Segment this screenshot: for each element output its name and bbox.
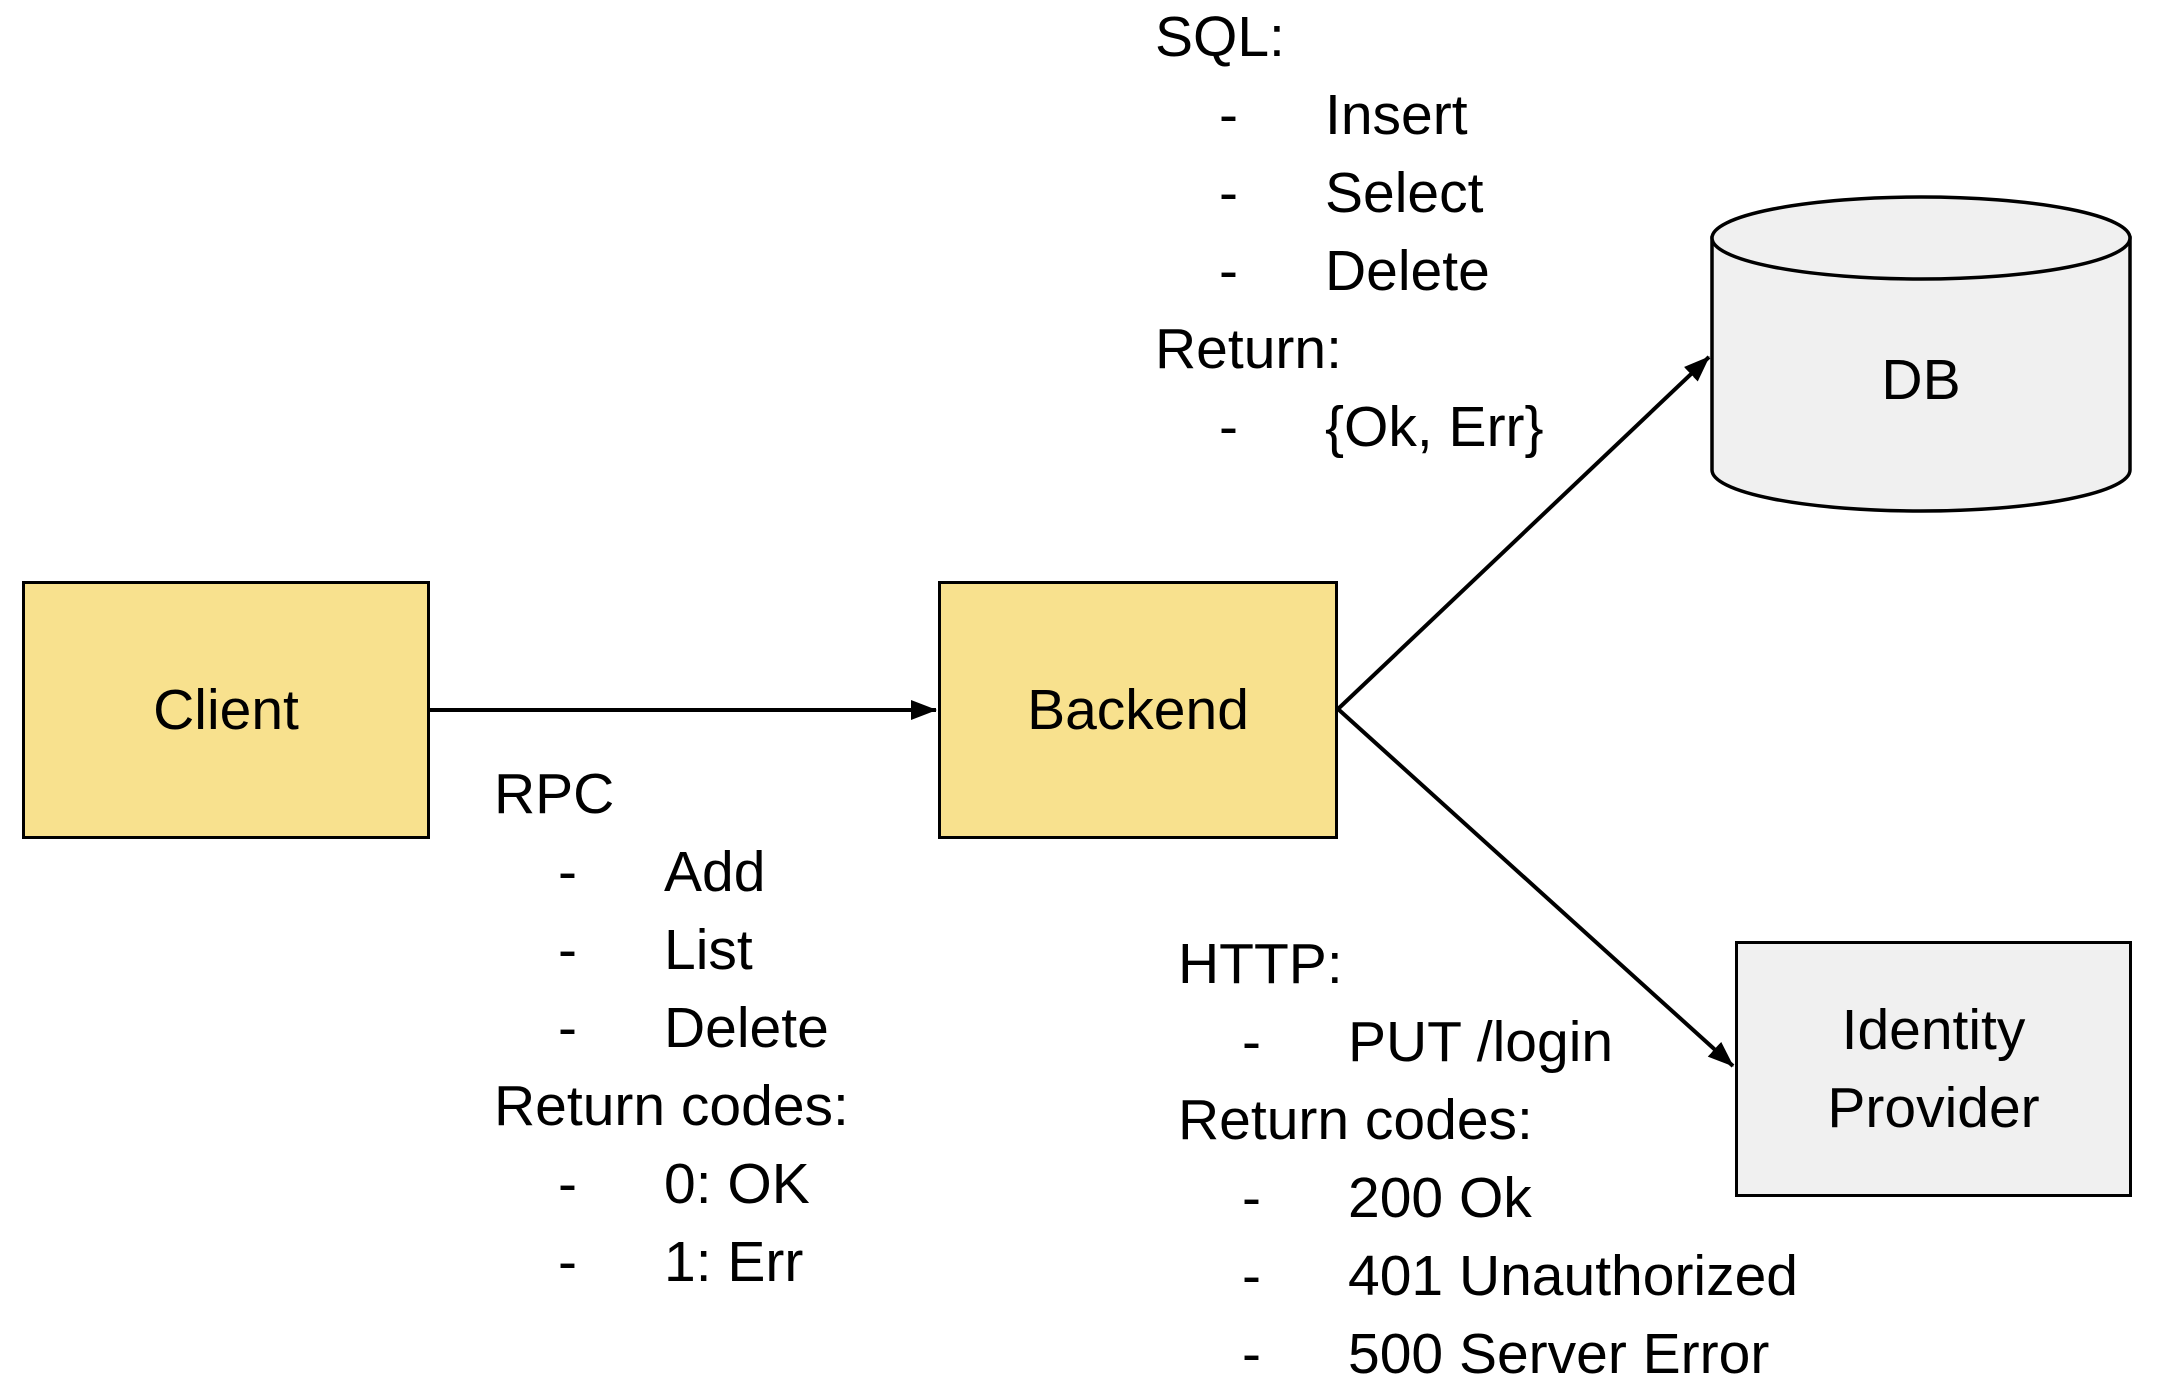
backend-node-label: Backend — [1027, 677, 1249, 742]
bullet-dash: - — [1219, 161, 1238, 225]
db-cylinder-shape — [1710, 195, 2132, 513]
backend-node: Backend — [938, 581, 1338, 839]
client-node-label: Client — [153, 677, 299, 742]
identity-provider-node-label: Identity Provider — [1827, 998, 2040, 1140]
bullet-dash: - — [558, 996, 577, 1060]
bullet-dash: - — [558, 918, 577, 982]
edge-backend-db-arrow — [1336, 355, 1711, 711]
bullet-dash: - — [558, 1152, 577, 1216]
bullet-dash: - — [558, 840, 577, 904]
client-node: Client — [22, 581, 430, 839]
bullet-dash: - — [1219, 83, 1238, 147]
db-node-label: DB — [1881, 348, 1961, 412]
edge-backend-idp-arrow — [1336, 707, 1735, 1068]
bullet-dash: - — [558, 1230, 577, 1294]
bullet-dash: - — [1242, 1322, 1261, 1386]
bullet-dash: - — [1219, 239, 1238, 303]
bullet-dash: - — [1242, 1244, 1261, 1308]
bullet-dash: - — [1242, 1010, 1261, 1074]
identity-provider-node: Identity Provider — [1735, 941, 2132, 1197]
bullet-dash: - — [1242, 1166, 1261, 1230]
bullet-dash: - — [1219, 395, 1238, 459]
db-node: DB — [1710, 195, 2132, 513]
